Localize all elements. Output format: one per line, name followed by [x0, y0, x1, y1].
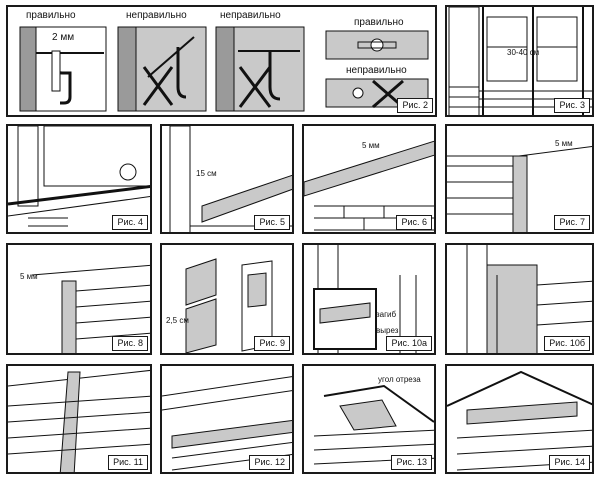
- panel-fig-14: Рис. 14: [445, 364, 594, 474]
- fig-2-drawing: [19, 26, 429, 112]
- caption-fig-5: Рис. 5: [254, 215, 290, 230]
- panel-fig-2: правильно неправильно неправильно 2 мм п…: [6, 5, 437, 117]
- label-spacing: 30-40 см: [507, 48, 540, 57]
- caption-fig-10b: Рис. 10б: [544, 336, 590, 351]
- label-bend: загиб: [376, 310, 397, 319]
- caption-fig-6: Рис. 6: [396, 215, 432, 230]
- caption-fig-2: Рис. 2: [397, 98, 433, 113]
- caption-fig-10a: Рис. 10а: [386, 336, 432, 351]
- panel-fig-3: 30-40 см Рис. 3: [445, 5, 594, 117]
- fig-4-drawing: [8, 126, 150, 227]
- caption-fig-8: Рис. 8: [112, 336, 148, 351]
- label-cut-angle: угол отреза: [378, 375, 421, 384]
- panel-fig-6: 5 мм Рис. 6: [302, 124, 436, 234]
- label-wrong-2: неправильно: [220, 10, 281, 21]
- label-dim-fig-9: 2,5 см: [166, 316, 189, 325]
- caption-fig-11: Рис. 11: [108, 455, 148, 470]
- panel-fig-7: 5 мм Рис. 7: [445, 124, 594, 234]
- label-correct-left: правильно: [26, 10, 76, 21]
- fig-10a-drawing: [313, 245, 417, 353]
- fig-11-drawing: [8, 369, 150, 472]
- caption-fig-14: Рис. 14: [549, 455, 590, 470]
- caption-fig-7: Рис. 7: [554, 215, 590, 230]
- caption-fig-13: Рис. 13: [391, 455, 432, 470]
- caption-fig-12: Рис. 12: [249, 455, 290, 470]
- fig-7-drawing: [447, 146, 592, 232]
- fig-13-drawing: [313, 384, 434, 465]
- label-correct-right: правильно: [354, 17, 404, 28]
- caption-fig-3: Рис. 3: [554, 98, 590, 113]
- fig-12-drawing: [162, 376, 292, 471]
- fig-5-drawing: [169, 126, 292, 232]
- label-cut: вырез: [376, 326, 399, 335]
- fig-10b-drawing: [466, 245, 592, 353]
- label-wrong-1: неправильно: [126, 10, 187, 21]
- panel-fig-5: 15 см Рис. 5: [160, 124, 294, 234]
- label-wrong-right: неправильно: [346, 65, 407, 76]
- panel-fig-9: 2,5 см Рис. 9: [160, 243, 294, 355]
- panel-fig-10b: Рис. 10б: [445, 243, 594, 355]
- fig-3-drawing: [448, 7, 592, 115]
- panel-fig-13: угол отреза Рис. 13: [302, 364, 436, 474]
- panel-fig-10a: загиб вырез Рис. 10а: [302, 243, 436, 355]
- panel-fig-11: Рис. 11: [6, 364, 152, 474]
- caption-fig-9: Рис. 9: [254, 336, 290, 351]
- fig-6-drawing: [304, 140, 434, 231]
- panel-fig-4: Рис. 4: [6, 124, 152, 234]
- panel-fig-12: Рис. 12: [160, 364, 294, 474]
- caption-fig-4: Рис. 4: [112, 215, 148, 230]
- label-dim-fig-5: 15 см: [196, 169, 217, 178]
- label-dim-fig-6: 5 мм: [362, 141, 380, 150]
- fig-14-drawing: [447, 370, 592, 471]
- label-dim-fig-7: 5 мм: [555, 139, 573, 148]
- label-dim-fig-8: 5 мм: [20, 272, 38, 281]
- panel-fig-8: 5 мм Рис. 8: [6, 243, 152, 355]
- fig-9-drawing: [185, 258, 273, 353]
- label-gap: 2 мм: [52, 32, 75, 43]
- fig-8-drawing: [31, 264, 150, 353]
